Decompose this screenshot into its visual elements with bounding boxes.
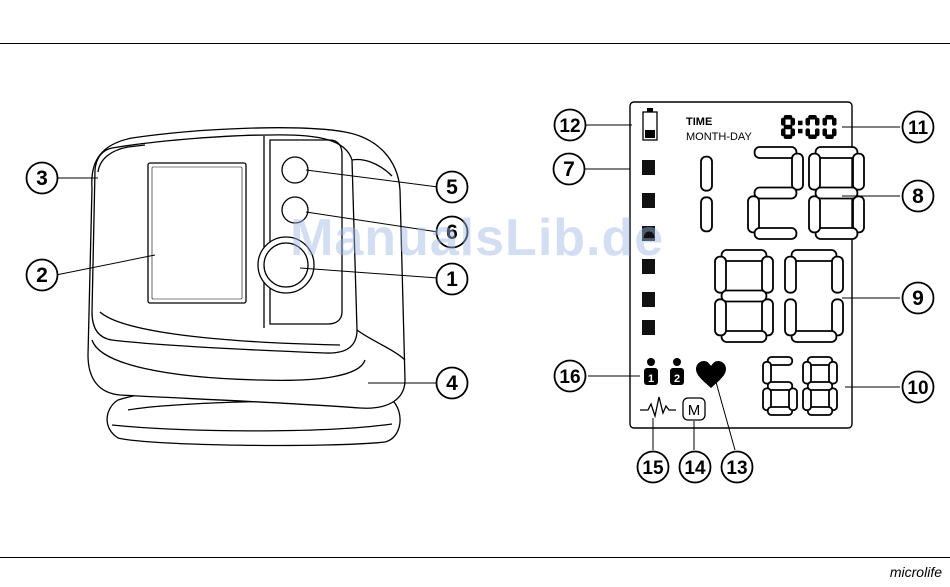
callout-13-number: 13: [726, 458, 747, 479]
watermark: ManualsLib.de: [290, 208, 664, 268]
callout-10: 10: [903, 372, 934, 403]
callout-10-number: 10: [907, 378, 928, 399]
wrist-monitor: [88, 128, 405, 446]
callout-12-number: 12: [559, 116, 580, 137]
svg-text:2: 2: [674, 373, 680, 385]
svg-text:M: M: [688, 402, 701, 419]
callout-15: 15: [638, 452, 669, 483]
device-screen: [148, 163, 246, 303]
callout-3: 3: [27, 163, 58, 194]
lcd-panel: TIME MONTH-DAY 1 2: [630, 102, 864, 428]
callout-8-number: 8: [912, 185, 924, 208]
callout-7: 7: [554, 154, 585, 185]
callout-11-number: 11: [908, 118, 929, 139]
svg-text:1: 1: [648, 373, 654, 385]
callout-2-number: 2: [36, 264, 48, 287]
callout-1-number: 1: [446, 268, 458, 291]
memory-icon: M: [683, 398, 705, 420]
callout-7-number: 7: [563, 158, 575, 181]
callout-14-number: 14: [684, 458, 706, 479]
callout-16-number: 16: [559, 367, 580, 388]
callout-5-number: 5: [446, 176, 458, 199]
callout-5: 5: [437, 172, 468, 203]
button-5[interactable]: [282, 157, 308, 183]
callout-2: 2: [27, 260, 58, 291]
callout-4: 4: [437, 368, 468, 399]
battery-icon: [643, 108, 657, 140]
callout-15-number: 15: [642, 458, 664, 479]
callout-13: 13: [722, 452, 753, 483]
callout-12: 12: [555, 110, 586, 141]
callout-3-number: 3: [36, 167, 48, 190]
callout-8: 8: [903, 181, 934, 212]
callout-16: 16: [555, 361, 586, 392]
callout-11: 11: [903, 112, 934, 143]
callout-9: 9: [903, 283, 934, 314]
callout-14: 14: [680, 452, 711, 483]
time-label: TIME: [686, 116, 712, 128]
brand-logo: microlife: [890, 564, 942, 580]
callout-4-number: 4: [446, 372, 458, 395]
pulse-digit-2: [803, 357, 837, 415]
callout-1: 1: [437, 264, 468, 295]
callout-9-number: 9: [912, 287, 924, 310]
date-label: MONTH-DAY: [686, 131, 752, 143]
